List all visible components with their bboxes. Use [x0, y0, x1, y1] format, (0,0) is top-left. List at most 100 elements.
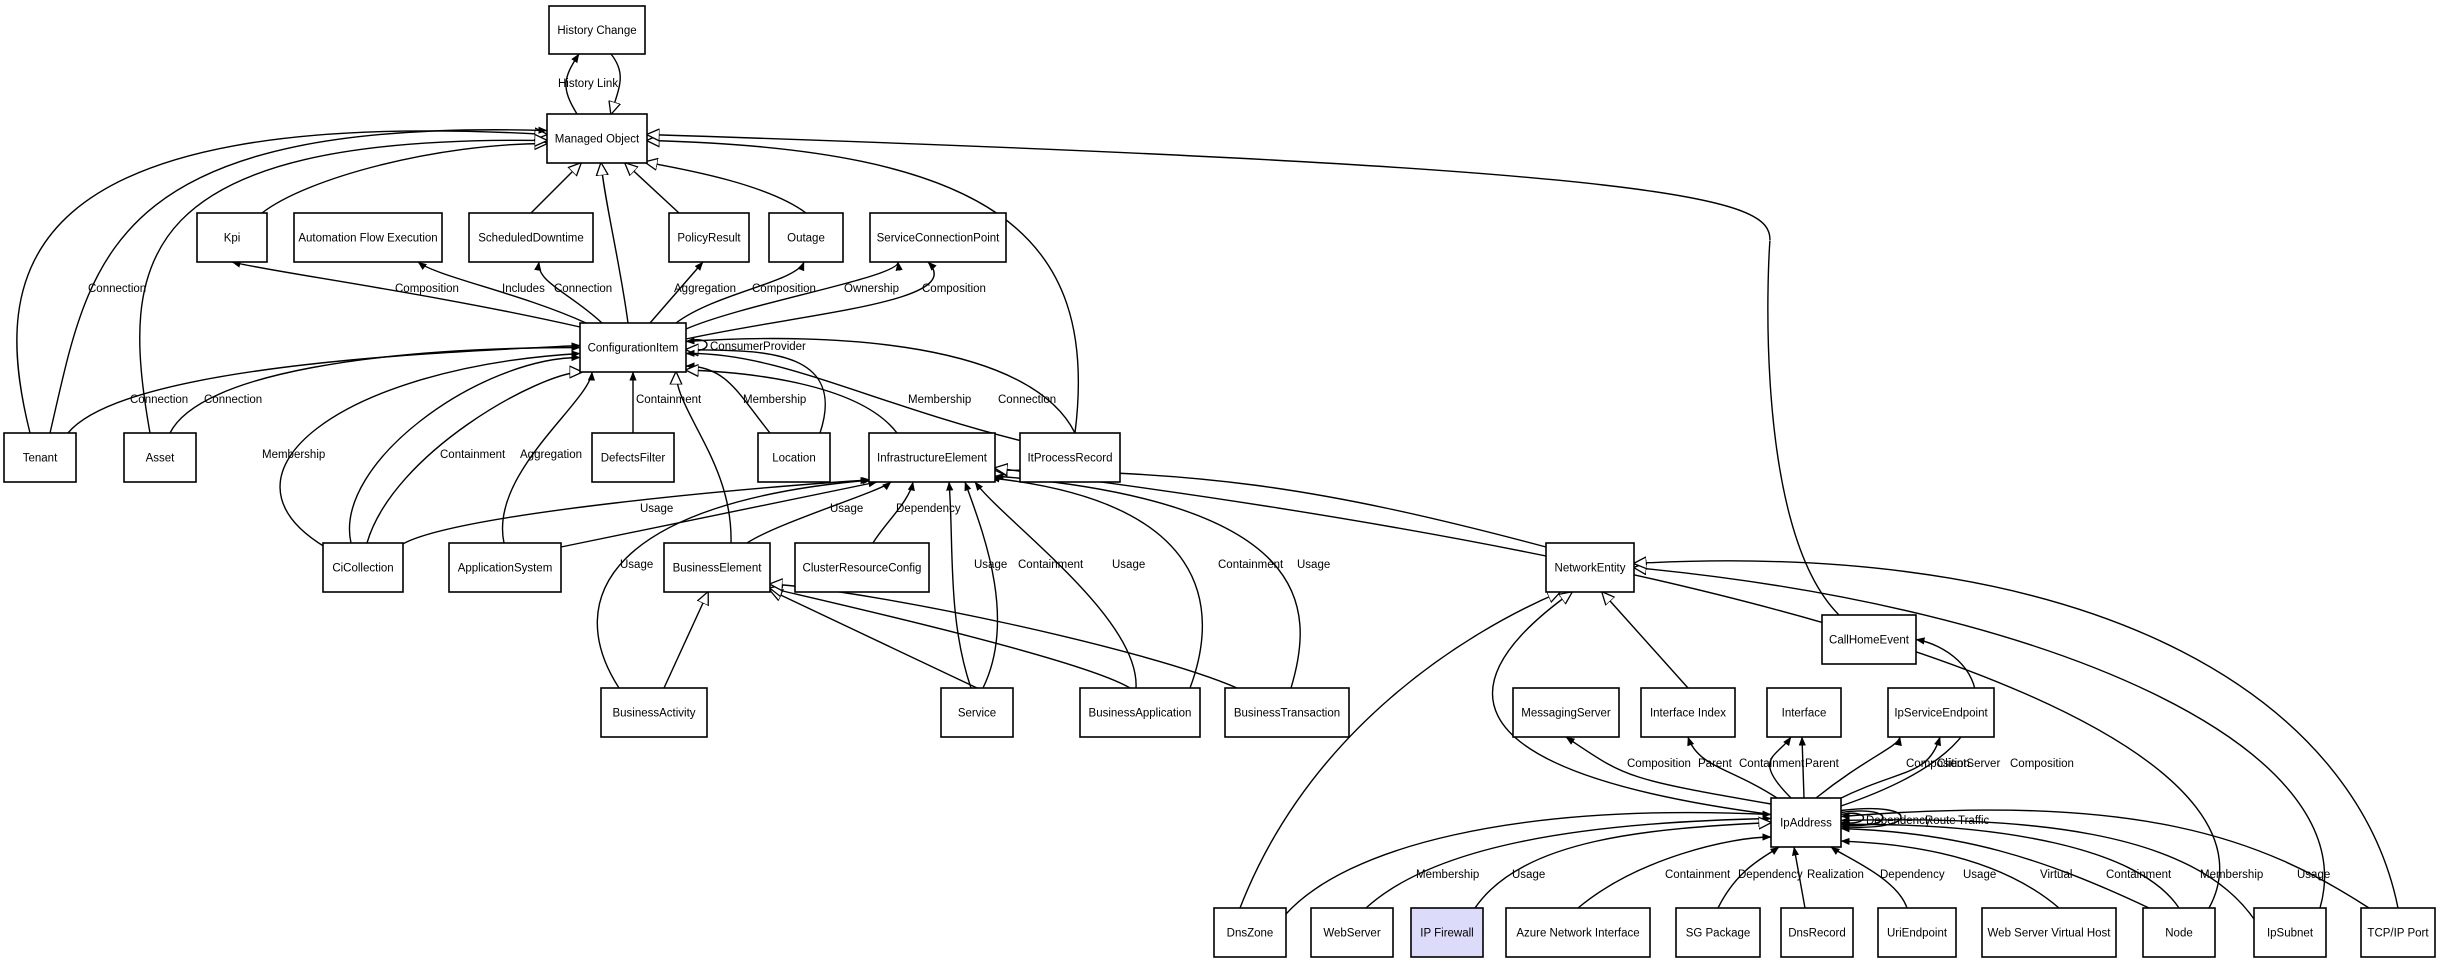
class-node-ip-subnet[interactable]: IpSubnet [2253, 907, 2327, 958]
class-node-tenant[interactable]: Tenant [3, 432, 77, 483]
class-node-defects-filter[interactable]: DefectsFilter [591, 432, 675, 483]
class-node-managed-object[interactable]: Managed Object [546, 113, 648, 164]
class-node-box[interactable] [663, 542, 771, 593]
class-node-box[interactable] [1877, 907, 1957, 958]
class-node-interface-index[interactable]: Interface Index [1640, 687, 1736, 738]
edge-label: Containment [2106, 869, 2172, 881]
class-node-box[interactable] [196, 212, 268, 263]
class-node-label: DefectsFilter [601, 453, 666, 465]
class-node-box[interactable] [1310, 907, 1394, 958]
class-node-business-element[interactable]: BusinessElement [663, 542, 771, 593]
class-node-dns-zone[interactable]: DnsZone [1213, 907, 1287, 958]
class-node-policy-result[interactable]: PolicyResult [668, 212, 750, 263]
class-node-service[interactable]: Service [940, 687, 1014, 738]
class-node-service-connection-point[interactable]: ServiceConnectionPoint [869, 212, 1007, 263]
class-node-box[interactable] [293, 212, 443, 263]
class-node-box[interactable] [448, 542, 562, 593]
class-node-box[interactable] [1780, 907, 1854, 958]
class-node-box[interactable] [579, 322, 687, 373]
class-node-box[interactable] [1545, 542, 1635, 593]
class-node-ip-address[interactable]: IpAddress [1770, 797, 1842, 848]
class-node-tcp-ip-port[interactable]: TCP/IP Port [2360, 907, 2436, 958]
class-node-ci-collection[interactable]: CiCollection [322, 542, 404, 593]
class-node-call-home-event[interactable]: CallHomeEvent [1821, 614, 1917, 665]
class-node-box[interactable] [3, 432, 77, 483]
class-node-dns-record[interactable]: DnsRecord [1780, 907, 1854, 958]
class-node-box[interactable] [1019, 432, 1121, 483]
class-node-box[interactable] [2360, 907, 2436, 958]
class-node-box[interactable] [1887, 687, 1995, 738]
class-node-label: PolicyResult [677, 233, 741, 245]
class-node-box[interactable] [1766, 687, 1842, 738]
class-node-label: MessagingServer [1521, 708, 1611, 720]
class-node-box[interactable] [940, 687, 1014, 738]
class-node-box[interactable] [600, 687, 708, 738]
class-node-box[interactable] [1675, 907, 1761, 958]
class-node-location[interactable]: Location [757, 432, 831, 483]
class-node-ip-firewall[interactable]: IP Firewall [1410, 907, 1484, 958]
class-node-box[interactable] [1410, 907, 1484, 958]
edge-business-activity-to-business-element-inheritance [663, 592, 708, 689]
class-node-web-server-virtual-host[interactable]: Web Server Virtual Host [1981, 907, 2117, 958]
class-node-box[interactable] [468, 212, 594, 263]
class-node-automation-flow[interactable]: Automation Flow Execution [293, 212, 443, 263]
class-node-box[interactable] [1505, 907, 1651, 958]
class-node-application-system[interactable]: ApplicationSystem [448, 542, 562, 593]
class-node-box[interactable] [1640, 687, 1736, 738]
class-node-asset[interactable]: Asset [123, 432, 197, 483]
class-node-box[interactable] [1224, 687, 1350, 738]
class-node-business-transaction[interactable]: BusinessTransaction [1224, 687, 1350, 738]
class-node-web-server[interactable]: WebServer [1310, 907, 1394, 958]
class-node-box[interactable] [757, 432, 831, 483]
class-node-box[interactable] [794, 542, 930, 593]
class-node-sg-package[interactable]: SG Package [1675, 907, 1761, 958]
edge-web-server-to-ip-address [1365, 815, 1772, 909]
edge-azure-network-interface-to-ip-address [1577, 833, 1772, 909]
class-node-box[interactable] [1770, 797, 1842, 848]
class-node-box[interactable] [768, 212, 844, 263]
class-node-business-application[interactable]: BusinessApplication [1079, 687, 1201, 738]
class-node-label: ItProcessRecord [1027, 453, 1112, 465]
edge-label: Usage [1112, 559, 1145, 571]
class-node-uri-endpoint[interactable]: UriEndpoint [1877, 907, 1957, 958]
class-node-business-activity[interactable]: BusinessActivity [600, 687, 708, 738]
class-node-box[interactable] [546, 113, 648, 164]
class-node-outage[interactable]: Outage [768, 212, 844, 263]
class-node-box[interactable] [869, 212, 1007, 263]
class-node-label: BusinessActivity [612, 708, 695, 720]
edge-dns-zone-to-ip-address [1285, 810, 1772, 915]
class-node-box[interactable] [1981, 907, 2117, 958]
class-node-messaging-server[interactable]: MessagingServer [1512, 687, 1620, 738]
class-node-box[interactable] [1512, 687, 1620, 738]
edge-label: Parent [1698, 758, 1733, 770]
class-node-box[interactable] [868, 432, 996, 483]
class-node-ip-service-endpoint[interactable]: IpServiceEndpoint [1887, 687, 1995, 738]
class-node-interface[interactable]: Interface [1766, 687, 1842, 738]
class-node-node[interactable]: Node [2142, 907, 2216, 958]
class-node-box[interactable] [1213, 907, 1287, 958]
edge-ci-collection-to-configuration-item-inheritance [366, 372, 582, 544]
class-node-configuration-item[interactable]: ConfigurationItem [579, 322, 687, 373]
class-node-infrastructure-element[interactable]: InfrastructureElement [868, 432, 996, 483]
class-node-label: ConfigurationItem [588, 343, 679, 355]
class-node-it-process-record[interactable]: ItProcessRecord [1019, 432, 1121, 483]
class-node-label: BusinessTransaction [1234, 708, 1340, 720]
class-node-scheduled-downtime[interactable]: ScheduledDowntime [468, 212, 594, 263]
class-node-box[interactable] [2253, 907, 2327, 958]
class-node-kpi[interactable]: Kpi [196, 212, 268, 263]
class-node-azure-network-interface[interactable]: Azure Network Interface [1505, 907, 1651, 958]
class-node-network-entity[interactable]: NetworkEntity [1545, 542, 1635, 593]
edge-label: ConsumerProvider [710, 341, 806, 353]
class-node-box[interactable] [1821, 614, 1917, 665]
class-node-box[interactable] [548, 5, 646, 55]
class-node-box[interactable] [1079, 687, 1201, 738]
class-node-box[interactable] [591, 432, 675, 483]
class-node-label: Kpi [224, 233, 241, 245]
class-node-box[interactable] [2142, 907, 2216, 958]
class-node-cluster-resource-config[interactable]: ClusterResourceConfig [794, 542, 930, 593]
class-node-history-change[interactable]: History Change [548, 5, 646, 55]
class-node-box[interactable] [322, 542, 404, 593]
class-node-box[interactable] [668, 212, 750, 263]
class-node-box[interactable] [123, 432, 197, 483]
edge-configuration-item-to-outage [675, 261, 805, 324]
